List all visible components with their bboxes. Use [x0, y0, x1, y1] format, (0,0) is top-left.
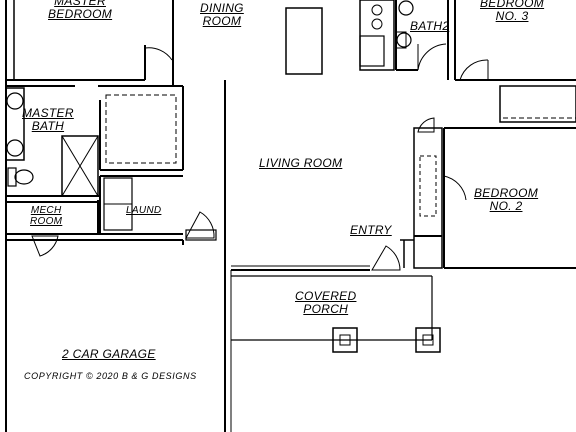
bath2-toilet: [396, 32, 412, 48]
master-bath-label-line2: BATH: [31, 119, 65, 133]
garage-door-frame: [185, 229, 217, 241]
master-bath-label-line1: MASTER: [22, 106, 74, 120]
bedroom3-label: BEDROOM NO. 3: [480, 0, 544, 23]
kitchen-counter: [359, 0, 395, 71]
mech-room-label-line1: MECH: [30, 205, 62, 216]
dining-room-label-line1: DINING: [200, 1, 244, 15]
front-door-swing: [371, 245, 401, 271]
copyright-text: COPYRIGHT © 2020 B & G DESIGNS: [24, 371, 197, 381]
covered-porch-label-line1: COVERED: [295, 289, 357, 303]
toilet-bowl: [14, 169, 34, 185]
master-bedroom-label: MASTER BEDROOM: [48, 0, 112, 21]
bedroom3-label-line1: BEDROOM: [480, 0, 545, 10]
mech-door-swing: [31, 235, 59, 257]
garage-label: 2 CAR GARAGE: [62, 347, 156, 361]
master-bedroom-label-line2: BEDROOM: [48, 7, 113, 21]
porch-column-1: [332, 327, 358, 353]
burner-2: [371, 18, 383, 30]
living-room-label: LIVING ROOM: [259, 156, 343, 170]
porch-column-1-inner: [339, 334, 351, 346]
bath2-toilet-tank: [395, 31, 407, 49]
laundry-label: LAUND: [126, 205, 162, 216]
sink-1: [6, 92, 24, 110]
bedroom3-door-swing: [459, 59, 489, 81]
entry-closet-frame: [413, 127, 443, 269]
entry-closet-shelf: [419, 155, 437, 217]
porch-column-2-inner: [422, 334, 434, 346]
sink-2: [6, 139, 24, 157]
kitchen-island: [285, 7, 323, 75]
toilet-tank: [7, 167, 17, 187]
master-bath-label: MASTER BATH: [22, 107, 74, 133]
master-bedroom-label-line1: MASTER: [54, 0, 106, 8]
dishwasher: [359, 35, 385, 67]
vanity: [5, 87, 25, 161]
hall-closet: [499, 85, 576, 123]
covered-porch-label-line2: PORCH: [303, 302, 349, 316]
bath2-label: BATH2: [410, 19, 450, 33]
dining-room-label-line2: ROOM: [202, 14, 242, 28]
mech-room-label: MECH ROOM: [30, 205, 62, 227]
porch-column-2: [415, 327, 441, 353]
dining-room-label: DINING ROOM: [200, 2, 244, 28]
master-door-swing: [144, 47, 173, 61]
bedroom2-label: BEDROOM NO. 2: [474, 187, 538, 213]
bedroom2-door-swing: [443, 175, 467, 201]
burner-1: [371, 4, 383, 16]
bath2-sink: [398, 0, 414, 16]
garage-door-swing: [185, 211, 215, 239]
bath2-door-swing: [417, 43, 447, 71]
shower-x2: [61, 135, 99, 197]
closet-shelf: [105, 94, 177, 164]
bedroom3-label-line2: NO. 3: [495, 9, 529, 23]
bedroom2-label-line2: NO. 2: [489, 199, 523, 213]
linen-door-swing: [417, 117, 435, 133]
entry-label: ENTRY: [350, 223, 392, 237]
bedroom2-label-line1: BEDROOM: [474, 186, 539, 200]
covered-porch-label: COVERED PORCH: [295, 290, 356, 316]
mech-room-label-line2: ROOM: [30, 216, 63, 227]
